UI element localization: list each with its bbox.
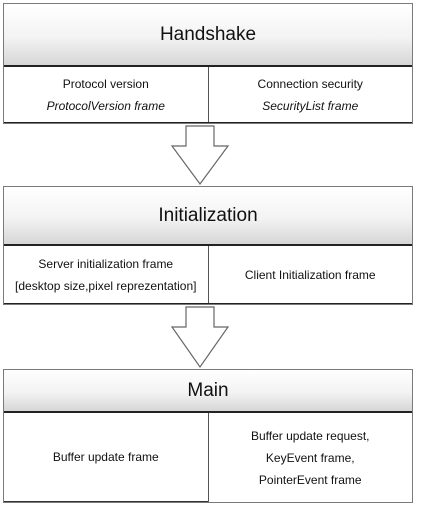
connection-security-label: Connection security [257, 76, 363, 91]
initialization-cells: Server initialization frame [desktop siz… [4, 246, 412, 304]
protocol-version-cell: Protocol version ProtocolVersion frame [4, 67, 208, 122]
main-cells: Buffer update frame Buffer update reques… [4, 413, 412, 502]
server-initialization-cell: Server initialization frame [desktop siz… [4, 246, 208, 303]
initialization-block: Initialization Server initialization fra… [3, 186, 413, 305]
server-initialization-label: Server initialization frame [38, 256, 174, 271]
main-block: Main Buffer update frame Buffer update r… [3, 369, 413, 503]
handshake-block: Handshake Protocol version ProtocolVersi… [3, 3, 413, 124]
handshake-title: Handshake [4, 4, 412, 67]
buffer-update-request-label: Buffer update request, [250, 428, 370, 443]
down-arrow-icon [170, 306, 230, 369]
main-title: Main [4, 370, 412, 413]
buffer-update-label: Buffer update frame [52, 450, 159, 464]
protocol-version-label: Protocol version [62, 76, 149, 91]
protocol-version-frame-label: ProtocolVersion frame [46, 98, 165, 113]
pointer-event-frame-label: PointerEvent frame [258, 472, 362, 487]
initialization-title: Initialization [4, 187, 412, 246]
down-arrow-icon [170, 125, 230, 186]
key-event-frame-label: KeyEvent frame, [265, 450, 355, 465]
buffer-update-cell: Buffer update frame [4, 413, 208, 502]
security-list-frame-label: SecurityList frame [262, 98, 359, 113]
client-messages-cell: Buffer update request, KeyEvent frame, P… [207, 413, 413, 502]
client-initialization-cell: Client Initialization frame [207, 246, 413, 303]
connection-security-cell: Connection security SecurityList frame [207, 67, 413, 122]
handshake-cells: Protocol version ProtocolVersion frame C… [4, 67, 412, 123]
client-initialization-label: Client Initialization frame [244, 267, 376, 282]
server-initialization-detail-label: [desktop size,pixel reprezentation] [15, 278, 197, 293]
